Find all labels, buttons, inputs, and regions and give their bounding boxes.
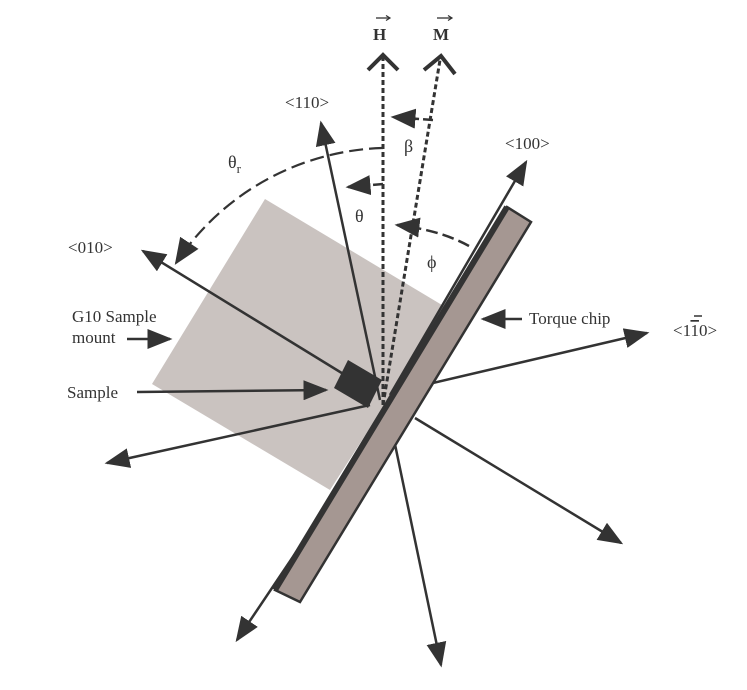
theta-arc: [345, 175, 384, 196]
label-m: M: [433, 25, 449, 44]
label-phi: ϕ: [427, 252, 436, 272]
m-arrowhead: [422, 53, 457, 76]
m-vector-arrow-tip: [447, 14, 454, 22]
label-torque-chip: Torque chip: [529, 309, 610, 328]
axis-lower-left: [104, 403, 371, 468]
beta-arc: [390, 108, 434, 129]
label-theta: θ: [355, 206, 364, 226]
m-vector: [381, 59, 442, 406]
axis-110: [315, 120, 382, 401]
label-010: <010>: [68, 238, 113, 257]
axis-down: [390, 429, 447, 668]
phi-arc: [394, 217, 470, 248]
label-sample: Sample: [67, 383, 118, 402]
axis-010: [140, 249, 346, 377]
label-theta-r: θr: [228, 152, 242, 176]
theta-r-arc: [174, 146, 384, 265]
axis-100: [388, 159, 528, 396]
torque-chip-edge: [272, 205, 510, 592]
sample-callout-arrow: [136, 380, 329, 401]
label-beta: β: [404, 136, 413, 156]
label-100: <100>: [505, 134, 550, 153]
label-1bar10: <110>: [673, 321, 717, 340]
label-g10-line1: G10 Sample: [72, 307, 157, 326]
h-vector-arrow-tip: [385, 14, 392, 22]
axis-lower-right: [414, 416, 624, 545]
h-arrowhead: [366, 52, 400, 72]
g10-sample-mount: [152, 199, 447, 490]
label-110: <110>: [285, 93, 329, 112]
label-h: H: [373, 25, 386, 44]
label-g10-line2: mount: [72, 328, 116, 347]
sample-square: [334, 360, 382, 408]
axis-1bar10: [419, 328, 650, 388]
